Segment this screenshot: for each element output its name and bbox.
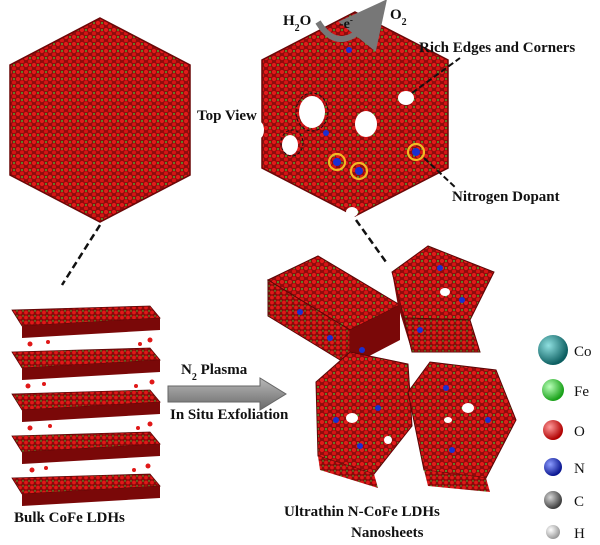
plasma-process-arrow xyxy=(167,377,287,411)
rich-edges-leader-line xyxy=(411,57,461,94)
oer-reaction: H2O -e- O2 xyxy=(283,0,407,52)
edge-defect-hole xyxy=(398,91,414,105)
ultrathin-label-line1: Ultrathin N-CoFe LDHs xyxy=(284,504,440,520)
dopant-highlight-ring xyxy=(327,152,347,172)
edge-defect-hole xyxy=(299,96,325,128)
n-atom-icon xyxy=(544,458,562,476)
legend-item-n: N xyxy=(544,458,585,477)
dopant-highlight-ring xyxy=(349,161,369,181)
legend-label: H xyxy=(574,526,585,542)
bulk-ldh-label: Bulk CoFe LDHs xyxy=(14,510,125,526)
nanosheet-block xyxy=(315,351,413,488)
nitrogen-dopant-atom xyxy=(323,130,329,136)
exfoliation-label: In Situ Exfoliation xyxy=(170,407,289,423)
nitrogen-dopant-atom xyxy=(333,158,341,166)
co-atom-icon xyxy=(538,335,568,365)
legend-label: O xyxy=(574,424,585,440)
bulk-ldh-stack xyxy=(11,305,161,506)
electron-label: -e- xyxy=(339,15,353,32)
plasma-label: N2 Plasma xyxy=(181,362,248,383)
legend-item-co: Co xyxy=(538,335,592,365)
nitrogen-dopant-atom xyxy=(346,47,352,53)
bulk-connector-line xyxy=(60,224,102,286)
nanosheet-connector-line xyxy=(354,219,388,263)
legend-label: C xyxy=(574,494,584,510)
ultrathin-nanosheets xyxy=(266,245,517,492)
bulk-layer xyxy=(11,431,161,464)
edge-defect-notch xyxy=(256,122,264,138)
h-atom-icon xyxy=(546,525,560,539)
ultrathin-label-line2: Nanosheets xyxy=(351,525,424,541)
fe-atom-icon xyxy=(542,379,564,401)
legend-label: Co xyxy=(574,344,592,360)
corner-defect-notch xyxy=(346,207,358,217)
rich-edges-label: Rich Edges and Corners xyxy=(419,40,575,56)
bulk-layer xyxy=(11,473,161,506)
reactant-label: H2O xyxy=(283,13,311,34)
legend-item-h: H xyxy=(546,525,585,542)
atom-legend: Co Fe O N C H xyxy=(538,335,592,542)
bulk-layer xyxy=(11,305,161,338)
legend-item-c: C xyxy=(544,491,584,510)
nanosheet-block xyxy=(407,361,517,492)
legend-label: Fe xyxy=(574,384,589,400)
nitrogen-dopant-atom xyxy=(355,167,363,175)
o-atom-icon xyxy=(543,420,563,440)
pristine-ldh-hexagon xyxy=(9,17,191,223)
edge-defect-hole xyxy=(282,135,298,155)
legend-item-fe: Fe xyxy=(542,379,589,401)
nanosheet-block xyxy=(266,255,402,367)
dopant-highlight-ring xyxy=(406,142,426,162)
product-label: O2 xyxy=(390,7,407,28)
bulk-layer xyxy=(11,347,161,380)
reaction-curved-arrow xyxy=(315,0,387,52)
nitrogen-dopant-atom xyxy=(412,148,420,156)
nitrogen-dopant-label: Nitrogen Dopant xyxy=(452,189,560,205)
legend-item-o: O xyxy=(543,420,585,440)
edge-defect-hole xyxy=(355,111,377,137)
nitrogen-dopant-leader-line xyxy=(423,157,457,189)
c-atom-icon xyxy=(544,491,562,509)
nanosheet-block xyxy=(391,245,495,353)
legend-label: N xyxy=(574,461,585,477)
bulk-layer xyxy=(11,389,161,422)
top-view-label: Top View xyxy=(197,108,257,124)
